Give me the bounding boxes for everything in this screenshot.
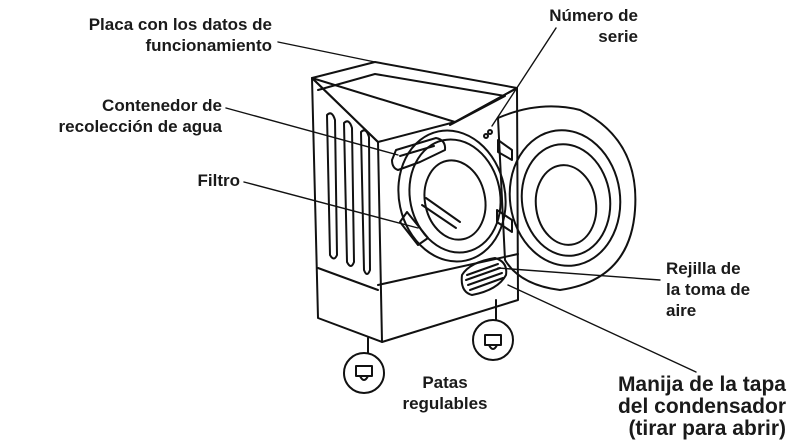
drum-opening [397, 129, 507, 263]
dryer-body [311, 61, 519, 343]
label-patas: Patas regulables [402, 373, 488, 413]
filter [399, 211, 429, 246]
open-door [483, 105, 637, 291]
label-contenedor: Contenedor de recolección de agua [58, 96, 222, 136]
leader-lines [225, 27, 697, 373]
air-intake-grill [460, 257, 508, 296]
label-manija: Manija de la tapa del condensador (tirar… [617, 373, 786, 440]
foot-zoom-right [472, 299, 514, 361]
label-placa: Placa con los datos de funcionamiento [88, 15, 272, 55]
label-rejilla: Rejilla de la toma de aire [666, 259, 751, 320]
label-numero-serie: Número de serie [549, 6, 638, 46]
label-filtro: Filtro [197, 171, 241, 190]
foot-zoom-left [343, 337, 385, 394]
